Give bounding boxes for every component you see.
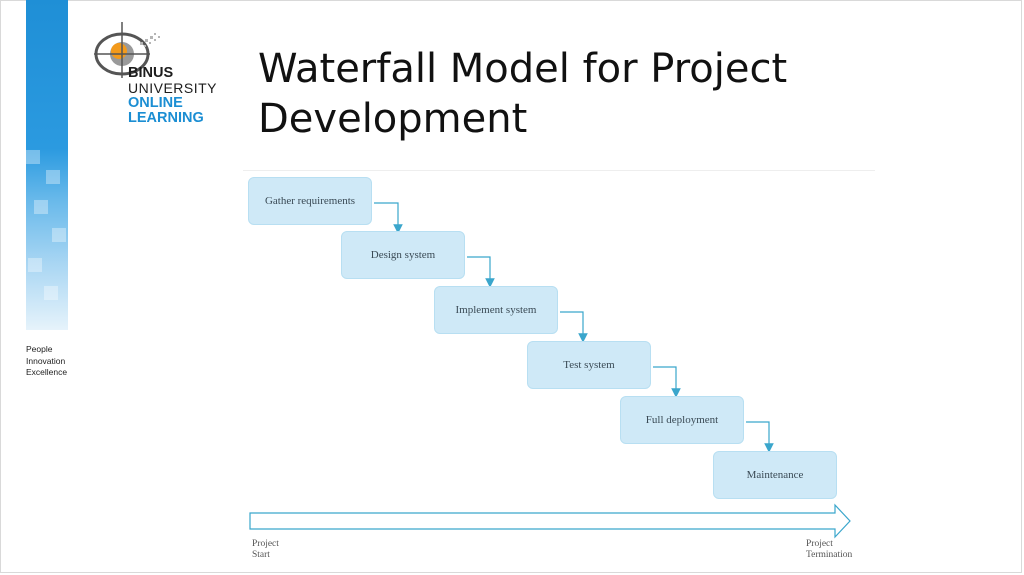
logo-line-online: ONLINE	[128, 94, 183, 111]
tagline-line: Excellence	[26, 367, 68, 377]
waterfall-arrows	[249, 202, 851, 539]
step-design-system: Design system	[341, 231, 465, 279]
flow-arrow	[467, 256, 495, 288]
step-implement-system: Implement system	[434, 286, 558, 334]
step-test-system: Test system	[527, 341, 651, 389]
tagline-line: People	[26, 344, 53, 354]
logo-line-learning: LEARNING	[128, 110, 204, 127]
timeline-end-line: Project	[806, 539, 833, 549]
logo-wordmark: BINUS UNIVERSITY ONLINE LEARNING	[128, 65, 218, 127]
flow-arrow	[374, 202, 403, 234]
timeline-start-line: Start	[252, 550, 270, 560]
timeline-end-label: Project Termination	[806, 539, 852, 561]
step-full-deployment: Full deployment	[620, 396, 744, 444]
binus-logo-icon	[94, 22, 160, 78]
step-maintenance: Maintenance	[713, 451, 837, 499]
slide-title: Waterfall Model for Project Development	[258, 44, 787, 144]
timeline-start-line: Project	[252, 539, 279, 549]
logo-line-binus: BINUS	[128, 65, 174, 81]
decorative-side-strip	[26, 0, 68, 330]
timeline-arrow	[249, 503, 851, 539]
flow-arrow	[560, 311, 588, 343]
timeline-start-label: Project Start	[252, 539, 279, 561]
slide-title-line-1: Waterfall Model for Project	[258, 46, 788, 92]
flow-arrow	[653, 366, 681, 398]
step-gather-requirements: Gather requirements	[248, 177, 372, 225]
timeline-end-line: Termination	[806, 550, 853, 560]
tagline-line: Innovation	[26, 355, 66, 366]
waterfall-diagram: Gather requirements Design system Implem…	[243, 170, 875, 569]
tagline: People Innovation Excellence	[26, 344, 67, 379]
slide-title-line-2: Development	[258, 96, 528, 142]
flow-arrow	[746, 421, 774, 453]
logo-line-university: UNIVERSITY	[128, 80, 218, 97]
